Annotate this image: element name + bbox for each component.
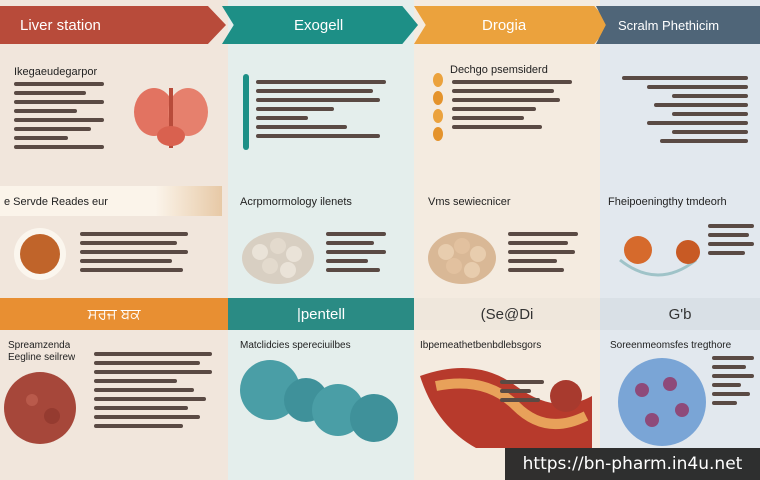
banner-liver: Liver station bbox=[0, 6, 226, 44]
band-exogell: |pentell bbox=[228, 298, 414, 330]
liver-illustration bbox=[134, 88, 208, 148]
panel-heading-scralm-bot: Soreenmeomsfes tregthore bbox=[610, 340, 732, 351]
banner-drogia: DrogiaTA bbox=[414, 6, 610, 44]
subheading-bar-liver bbox=[0, 186, 222, 216]
text-lines-scralm-mid bbox=[708, 224, 754, 260]
text-lines-exogell-top bbox=[256, 80, 386, 143]
vial-icon bbox=[243, 74, 249, 150]
text-lines-scralm-bot bbox=[712, 356, 754, 410]
cell-cluster-illustration bbox=[240, 360, 398, 442]
band-liver: ਸਰਜ ਬਕ bbox=[0, 298, 228, 330]
sponge-tissue-illustration bbox=[4, 372, 76, 444]
watermark-url: https://bn-pharm.in4u.net bbox=[505, 448, 760, 480]
molecule-illustration bbox=[619, 236, 700, 277]
pills-pile-illustration bbox=[242, 232, 314, 284]
text-lines-drogia-mid bbox=[508, 232, 578, 277]
panel-heading-liver-bot-2: Eegline seilrew bbox=[8, 352, 76, 363]
text-lines-liver-bot bbox=[94, 352, 212, 433]
panel-heading-drogia-bot: Ibpemeathetbenbdlebsgors bbox=[420, 340, 542, 351]
panel-heading-scralm-mid: Fheipoeningthy tmdeorh bbox=[608, 196, 727, 208]
banner-exogell: Exogell bbox=[222, 6, 418, 44]
capsules-icon bbox=[433, 73, 443, 141]
band-drogia: (Se@Di bbox=[414, 298, 600, 330]
text-lines-liver-mid bbox=[80, 232, 188, 277]
panel-heading-exogell-mid: Acrpmormology ilenets bbox=[240, 196, 352, 208]
text-lines-exogell-mid bbox=[326, 232, 386, 277]
panel-heading-liver-bot-1: Spreamzenda bbox=[8, 340, 71, 351]
panel-heading-drogia-top: Dechgo psemsiderd bbox=[450, 64, 548, 76]
organ-cross-section-illustration bbox=[420, 368, 592, 448]
text-lines-drogia-top bbox=[452, 80, 572, 134]
powder-bowl-illustration bbox=[14, 228, 66, 280]
banner-scralm: Scralm Phethicim bbox=[596, 6, 760, 44]
virus-sphere-illustration bbox=[618, 358, 706, 446]
text-lines-scralm-top bbox=[622, 76, 748, 148]
text-lines-liver-top bbox=[14, 82, 104, 154]
panel-heading-exogell-bot: Matclidcies spereciuilbes bbox=[240, 340, 351, 351]
band-scralm: G'b bbox=[600, 298, 760, 330]
panel-heading-drogia-mid: Vms sewiecnicer bbox=[428, 196, 511, 208]
text-lines-drogia-bot bbox=[500, 380, 544, 407]
panel-heading-liver-top: Ikegaeudegarpor bbox=[14, 66, 98, 78]
tablets-pile-illustration bbox=[428, 232, 496, 284]
panel-heading-liver-mid: e Servde Reades eur bbox=[4, 196, 108, 208]
